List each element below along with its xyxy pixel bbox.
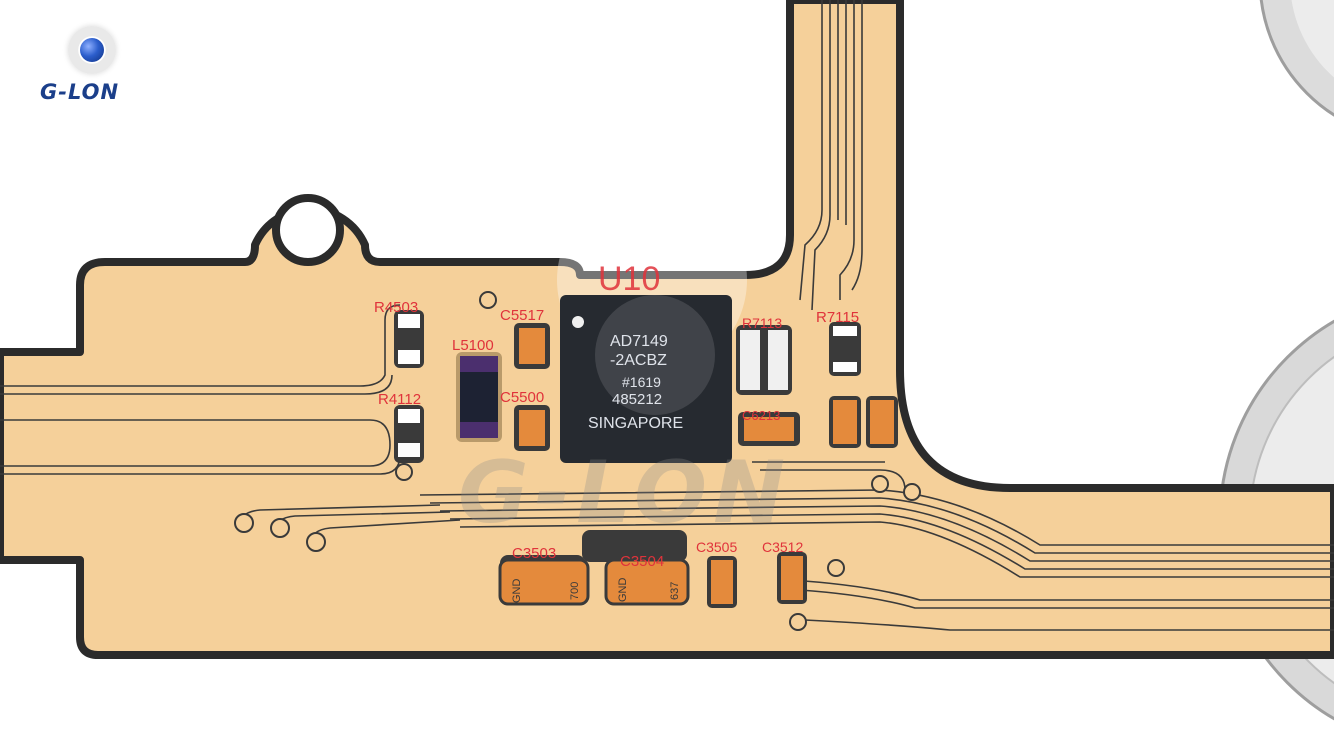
label-c5517: C5517 — [500, 307, 544, 324]
label-l5100: L5100 — [452, 337, 494, 354]
label-c5500: C5500 — [500, 389, 544, 406]
capacitor-c3504: GND 637 — [604, 558, 690, 606]
resistor-r7113 — [736, 325, 792, 395]
pad-value-a: 700 — [569, 582, 581, 600]
label-r4503: R4503 — [374, 299, 418, 316]
brand-logo: G-LON — [38, 22, 158, 112]
connector-disc-top — [1259, 0, 1334, 117]
capacitor-c5517 — [514, 323, 550, 369]
capacitor-c6213 — [738, 412, 800, 446]
capacitor-c3503: GND 700 — [498, 558, 590, 606]
capacitor-c3512 — [777, 552, 807, 604]
pad-value-b: 637 — [669, 582, 681, 600]
chip-marking-2: -2ACBZ — [610, 352, 667, 369]
chip-designator: U10 — [598, 260, 660, 298]
watermark-logo: G-LON — [458, 443, 791, 543]
vias — [234, 291, 921, 631]
label-r7113: R7113 — [742, 315, 782, 331]
inductor-l5100 — [456, 352, 502, 442]
chip-marking-5: SINGAPORE — [588, 415, 683, 432]
label-c6213: C6213 — [742, 408, 780, 423]
label-c3504: C3504 — [620, 553, 664, 570]
label-r4112: R4112 — [378, 391, 421, 408]
label-c3505: C3505 — [696, 539, 737, 555]
chip-marking-4: 485212 — [612, 391, 662, 408]
capacitor-c3505 — [707, 556, 737, 608]
chip-marking-1: AD7149 — [610, 333, 668, 350]
capacitor-c5500 — [514, 405, 550, 451]
pad-gnd-a: GND — [511, 579, 523, 604]
chip-marking-3: #1619 — [622, 374, 661, 390]
chip-u10: AD7149 -2ACBZ #1619 485212 SINGAPORE — [560, 295, 732, 463]
resistor-r4503 — [394, 310, 424, 368]
capacitor-pair-right — [829, 396, 898, 448]
bus-traces — [419, 461, 1334, 631]
logo-text: G-LON — [40, 80, 120, 104]
pad-gnd-b: GND — [617, 578, 629, 603]
label-r7115: R7115 — [816, 309, 859, 326]
vertical-traces — [799, 0, 863, 311]
logo-orb-icon — [68, 26, 116, 74]
mounting-hole — [272, 194, 344, 266]
resistor-r4112 — [394, 405, 424, 463]
label-c3512: C3512 — [762, 539, 803, 555]
resistor-r7115 — [829, 322, 861, 376]
label-c3503: C3503 — [512, 545, 556, 562]
